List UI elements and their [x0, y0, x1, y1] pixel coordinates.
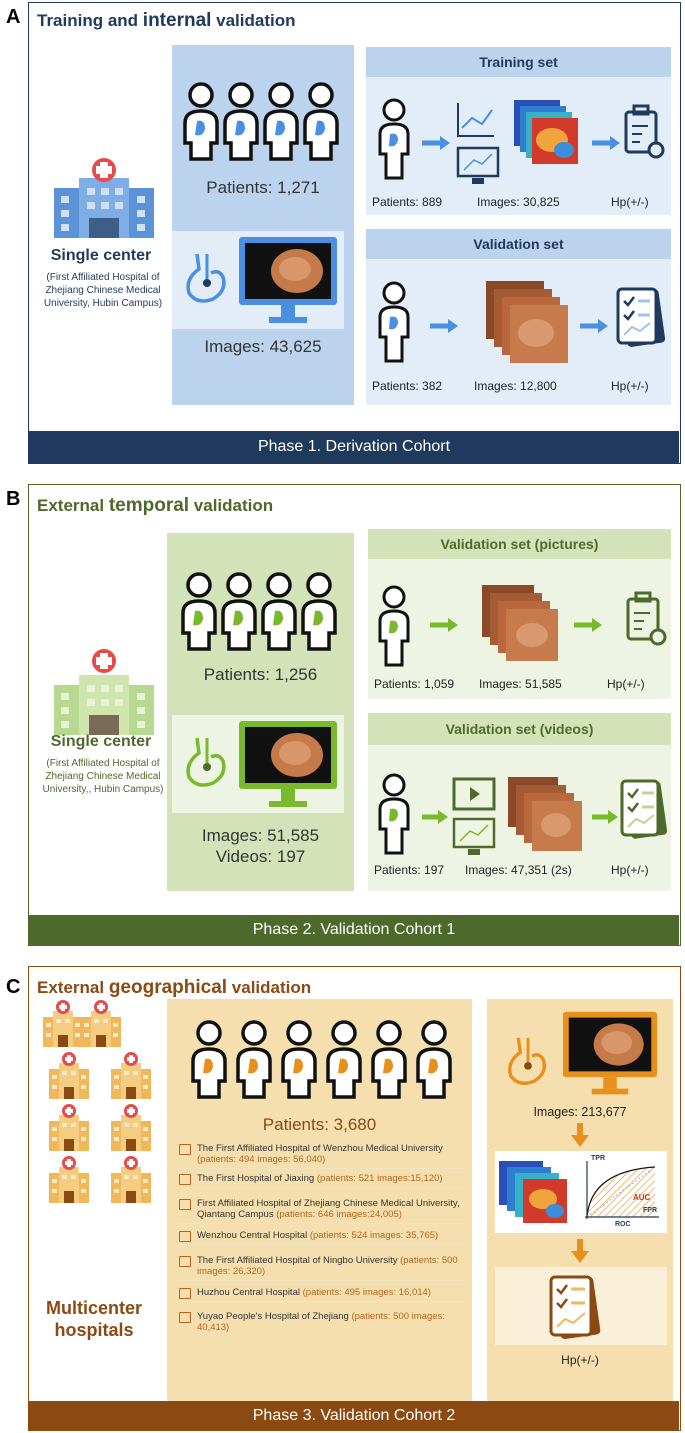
hospital-name: The First Hospital of Jiaxing: [197, 1173, 315, 1184]
hospital-name: Huzhou Central Hospital: [197, 1287, 300, 1298]
panel-b-patients: Patients: 1,256: [203, 665, 318, 684]
pictures-hp: Hp(+/-): [607, 677, 645, 691]
panel-b-footer: Phase 2. Validation Cohort 1: [29, 915, 679, 945]
hospital-icon: [54, 158, 154, 238]
roc-auc-label: AUC: [633, 1193, 651, 1202]
building-icon: [179, 1144, 191, 1155]
panel-b-videos: Videos: 197: [215, 847, 306, 866]
hospital-list-item: The First Affiliated Hospital of Ningbo …: [177, 1255, 467, 1281]
hospital-list-item: First Affiliated Hospital of Zhejiang Ch…: [177, 1198, 467, 1224]
pictures-set-header: Validation set (pictures): [368, 529, 671, 559]
roc-label: ROC: [615, 1221, 631, 1228]
hospital-name: Yuyao People's Hospital of Zhejiang: [197, 1311, 349, 1322]
roc-tpr-label: TPR: [591, 1155, 605, 1162]
panel-c-patients: Patients: 3,680: [262, 1115, 377, 1134]
building-icon: [179, 1312, 191, 1323]
panel-b: External temporal validation Single cent…: [28, 484, 681, 946]
panel-a-patients: Patients: 1,271: [206, 178, 320, 197]
heatmap-stack-icon: [499, 1161, 567, 1223]
hospital-stats: (patients: 495 images: 16,014): [302, 1287, 431, 1298]
endoscopy-monitor-icon: [563, 1011, 658, 1095]
panel-c: External geographical validation Multice…: [28, 966, 681, 1431]
validation-patients: Patients: 382: [372, 379, 443, 393]
panel-b-letter: B: [6, 488, 21, 510]
building-icon: [179, 1256, 191, 1267]
hospital-name: The First Affiliated Hospital of Ningbo …: [197, 1255, 398, 1266]
endoscopy-monitor-icon: [239, 237, 337, 323]
panel-a: Training and internal validation Single …: [28, 2, 681, 464]
down-arrow-icon: [571, 1239, 589, 1263]
videos-hp: Hp(+/-): [611, 863, 649, 877]
videos-patients: Patients: 197: [374, 863, 445, 877]
training-set-header: Training set: [366, 47, 671, 77]
patient-group-icon: [191, 1020, 452, 1099]
validation-hp: Hp(+/-): [611, 379, 649, 393]
panel-b-center-sub: (First Affiliated Hospital of Zhejiang C…: [42, 758, 164, 795]
hospital-name: Wenzhou Central Hospital: [197, 1230, 308, 1241]
training-patients: Patients: 889: [372, 195, 443, 209]
hospital-list-item: Huzhou Central Hospital (patients: 495 i…: [177, 1287, 467, 1302]
panel-c-title: External geographical validation: [37, 977, 312, 998]
training-images: Images: 30,825: [477, 195, 560, 209]
hospital-stats: (patients: 646 images:24,005): [276, 1209, 402, 1220]
hospital-list-item: The First Hospital of Jiaxing (patients:…: [177, 1173, 467, 1188]
hospital-stats: (patients: 524 images: 35,765): [309, 1230, 439, 1241]
stomach-icon: [186, 737, 226, 787]
panel-c-footer: Phase 3. Validation Cohort 2: [29, 1401, 679, 1430]
panel-a-footer: Phase 1. Derivation Cohort: [29, 431, 679, 463]
pictures-images: Images: 51,585: [479, 677, 562, 691]
hospital-stats: (patients: 500 images: 26,320): [197, 1255, 458, 1277]
panel-c-hp: Hp(+/-): [561, 1353, 599, 1367]
panel-c-center-title: Multicenter hospitals: [45, 1298, 142, 1340]
patient-group-icon: [183, 82, 339, 161]
validation-flow-icons: [378, 281, 666, 363]
panel-c-letter: C: [6, 976, 21, 998]
validation-images: Images: 12,800: [474, 379, 557, 393]
multicenter-hospitals-icon: [43, 1000, 151, 1203]
building-icon: [179, 1231, 191, 1242]
panel-a-center-sub: (First Affiliated Hospital of Zhejiang C…: [43, 272, 163, 309]
endoscopy-monitor-icon: [239, 721, 337, 807]
building-icon: [179, 1288, 191, 1299]
hospital-name: First Affiliated Hospital of Zhejiang Ch…: [197, 1198, 460, 1220]
pictures-patients: Patients: 1,059: [374, 677, 455, 691]
hospital-stats: (patients: 494 images: 56,040): [197, 1154, 326, 1165]
videos-flow-icons: [378, 773, 668, 855]
training-hp: Hp(+/-): [611, 195, 649, 209]
panel-a-center-title: Single center: [50, 247, 152, 264]
hospital-list-item: Wenzhou Central Hospital (patients: 524 …: [177, 1230, 467, 1245]
stomach-icon: [508, 1037, 547, 1085]
hospital-stats: (patients: 521 images:15,120): [316, 1173, 443, 1184]
training-flow-icons: [378, 98, 665, 184]
videos-set-header: Validation set (videos): [368, 713, 671, 745]
panel-c-images: Images: 213,677: [533, 1105, 627, 1119]
validation-set-header: Validation set: [366, 229, 671, 259]
panel-b-center-title: Single center: [50, 733, 152, 750]
down-arrow-icon: [571, 1123, 589, 1147]
panel-a-letter: A: [6, 6, 21, 28]
panel-b-title: External temporal validation: [37, 495, 274, 516]
roc-curve-icon: [585, 1161, 659, 1219]
roc-fpr-label: FPR: [643, 1207, 657, 1214]
hospital-stats: (patients: 500 images: 40,413): [197, 1311, 445, 1333]
panel-a-images: Images: 43,625: [204, 337, 322, 356]
panel-a-title: Training and internal validation: [37, 10, 296, 31]
report-icon: [549, 1275, 601, 1339]
building-icon: [179, 1199, 191, 1210]
panel-b-images: Images: 51,585: [201, 826, 320, 845]
hospital-list-item: The First Affiliated Hospital of Wenzhou…: [177, 1143, 467, 1169]
hospital-icon: [54, 649, 154, 735]
stomach-icon: [186, 253, 226, 303]
hospital-list-item: Yuyao People's Hospital of Zhejiang (pat…: [177, 1311, 467, 1336]
hospital-name: The First Affiliated Hospital of Wenzhou…: [197, 1143, 443, 1154]
patient-group-icon: [181, 572, 337, 651]
building-icon: [179, 1174, 191, 1185]
videos-images: Images: 47,351 (2s): [465, 863, 572, 877]
pictures-flow-icons: [378, 585, 667, 667]
